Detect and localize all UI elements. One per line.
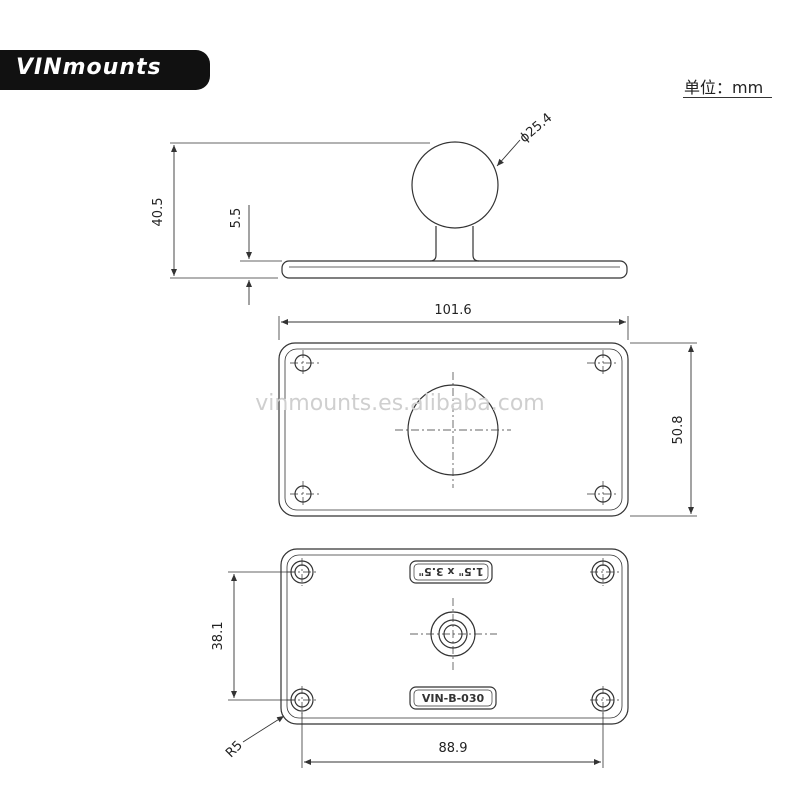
- top-view: [278, 316, 697, 517]
- radius-label: R5: [223, 738, 246, 761]
- bottom-view: [228, 548, 629, 768]
- brand-logo-tab: VINmounts: [0, 50, 210, 90]
- model-stamp-frame: [409, 686, 497, 710]
- watermark: vinmounts.es.alibaba.com: [255, 391, 545, 416]
- top-hole-tr: [594, 354, 612, 372]
- side-ball-stem: [429, 226, 480, 262]
- bottom-hole-spacing-y-label: 38.1: [211, 622, 226, 651]
- ball-diameter-label: ϕ25.4: [517, 110, 555, 146]
- size-stamp-text: 1.5" x 3.5": [418, 565, 483, 578]
- model-stamp-text: VIN-B-030: [422, 692, 485, 705]
- center-boss-outer: [430, 611, 476, 657]
- top-hole-br: [594, 485, 612, 503]
- side-ball: [411, 141, 499, 229]
- top-height-dimension-label: 50.8: [671, 416, 686, 445]
- bottom-plate-inner: [286, 554, 623, 719]
- top-plate-inner: [284, 348, 623, 511]
- thickness-dimension-label: 5.5: [229, 208, 244, 229]
- side-view: [170, 139, 628, 305]
- ball-diameter-leader: [496, 139, 521, 167]
- top-width-dimension-label: 101.6: [434, 303, 471, 318]
- center-boss-inner: [443, 624, 463, 644]
- height-dimension-label: 40.5: [151, 198, 166, 227]
- bottom-hole-tr-inner: [595, 564, 611, 580]
- bottom-hole-br-outer: [591, 688, 615, 712]
- size-stamp-frame: [409, 560, 493, 584]
- top-plate-outer: [278, 342, 629, 517]
- bottom-hole-spacing-x-label: 88.9: [439, 741, 468, 756]
- bottom-hole-tr-outer: [591, 560, 615, 584]
- top-hole-bl: [294, 485, 312, 503]
- bottom-hole-br-inner: [595, 692, 611, 708]
- top-hole-tl: [294, 354, 312, 372]
- center-boss-mid: [438, 619, 468, 649]
- unit-label: 单位：mm: [684, 78, 764, 97]
- brand-logo-text: VINmounts: [16, 55, 162, 80]
- side-plate: [281, 260, 628, 279]
- radius-leader: [242, 715, 285, 743]
- unit-underline: [683, 97, 772, 98]
- bottom-plate-outer: [280, 548, 629, 725]
